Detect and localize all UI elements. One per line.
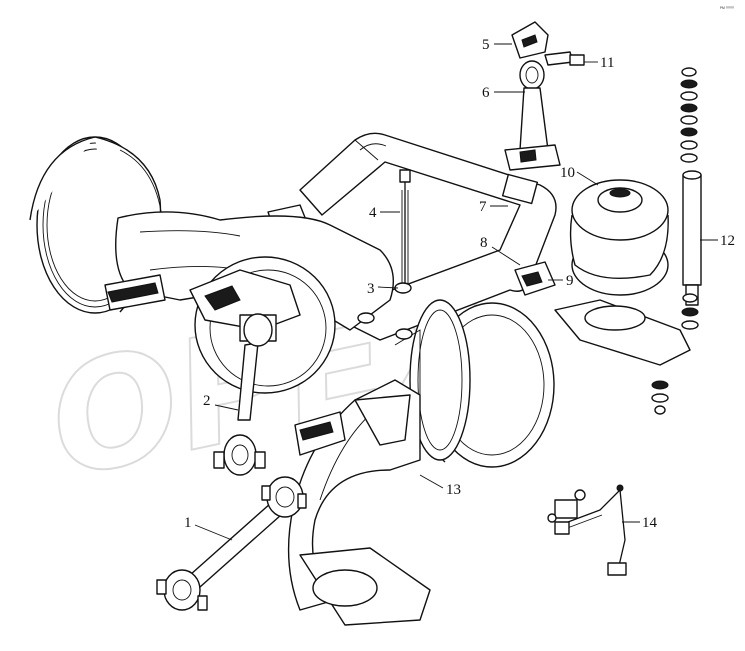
callout-6: 6 [482,85,490,101]
shock-absorber [651,67,702,415]
lower-trailing-arm [156,476,307,611]
bracket-clip [514,261,556,296]
callout-13: 13 [446,482,461,498]
trailing-arm-beam [287,379,431,626]
height-sensor-linkage [547,484,627,576]
callout-3: 3 [367,281,375,297]
callout-12: 12 [720,233,735,249]
cross-frame [267,132,557,341]
upper-bracket-assembly [504,21,585,171]
callout-5: 5 [482,37,490,53]
corner-mark: ᴾᴹ ⁰⁰⁰⁰ [720,6,734,12]
callout-14: 14 [642,515,658,531]
callout-4: 4 [369,205,377,221]
upper-control-rod [213,313,273,476]
leader-lines [194,43,718,541]
callout-2: 2 [203,393,211,409]
callout-9: 9 [566,273,574,289]
nut-washers [357,282,413,340]
long-bolt [399,169,411,286]
right-brake-drum [394,299,555,468]
callout-11: 11 [600,55,614,71]
shock-stack-top [680,67,698,163]
callout-8: 8 [480,235,488,251]
air-spring [554,179,691,366]
callout-1: 1 [184,515,192,531]
callout-7: 7 [479,199,487,215]
callout-10: 10 [560,165,575,181]
callout-labels: 1 2 3 4 5 6 7 8 9 10 11 12 13 14 [184,37,735,531]
shock-stack-bottom [651,293,699,415]
